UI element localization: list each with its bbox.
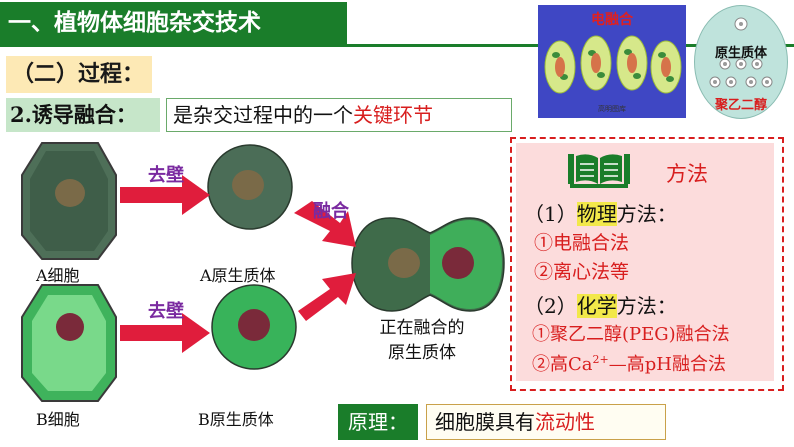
chemical-2-part-a: ②高Ca (532, 354, 593, 375)
remove-wall-label-2: 去壁 (148, 301, 184, 322)
oval-label-peg: 聚乙二醇 (714, 98, 767, 113)
cell-b-shape (21, 284, 117, 402)
peg-illustration: 原生质体 聚乙二醇 (694, 5, 788, 119)
electrofusion-illustration (538, 5, 686, 118)
physical-method-2: ②离心法等 (534, 261, 630, 283)
protoplast-b-label: B原生质体 (198, 410, 274, 429)
protoplast-a-label: A原生质体 (200, 266, 276, 285)
desc-highlight: 关键环节 (353, 103, 433, 127)
arrows (120, 175, 356, 353)
protoplast-a-shape (207, 144, 293, 230)
chemical-2-part-b: —高pH融合法 (608, 354, 726, 375)
cell-b-label: B细胞 (36, 410, 80, 429)
cell-a-shape (21, 142, 117, 260)
physical-suffix: 方法： (616, 202, 677, 226)
electrofusion-photo: 电融合 高明图库 (538, 5, 686, 118)
chemical-method-2: ②高Ca2+—高pH融合法 (532, 350, 726, 376)
physical-method-1: ①电融合法 (534, 232, 630, 254)
fusing-protoplast-label: 正在融合的 原生质体 (358, 316, 486, 366)
chemical-prefix: （2） (524, 294, 577, 318)
step-label: 2.诱导融合： (6, 98, 160, 132)
protoplast-b-shape (211, 284, 297, 370)
chemical-method-1: ①聚乙二醇(PEG)融合法 (532, 324, 730, 345)
photo-caption: 高明图库 (598, 105, 626, 113)
process-heading: （二）过程： (6, 56, 152, 93)
header-divider (0, 44, 794, 47)
electrofusion-label: 电融合 (591, 12, 633, 28)
fusing-protoplast-shape (351, 217, 505, 312)
step-description: 是杂交过程中的一个关键环节 (166, 98, 512, 132)
method-title: 方法 (666, 162, 708, 186)
book-icon (568, 154, 630, 188)
desc-prefix: 是杂交过程中的一个 (173, 103, 353, 127)
fusing-label-line2: 原生质体 (388, 343, 456, 363)
fusing-label-line1: 正在融合的 (379, 318, 465, 338)
chemical-highlight: 化学 (576, 294, 617, 318)
chemical-method-heading: （2）化学方法： (524, 290, 677, 319)
physical-method-heading: （1）物理方法： (524, 198, 677, 227)
principle-prefix: 细胞膜具有 (435, 410, 535, 434)
principle-text: 细胞膜具有流动性 (426, 404, 666, 440)
remove-wall-label-1: 去壁 (148, 165, 184, 186)
physical-prefix: （1） (524, 202, 577, 226)
cell-a-label: A细胞 (36, 266, 80, 285)
section-title: 一、植物体细胞杂交技术 (0, 2, 347, 44)
calcium-charge: 2+ (592, 353, 609, 366)
protoplast-dots (709, 17, 773, 88)
physical-highlight: 物理 (576, 202, 617, 226)
fusion-diagram (21, 142, 505, 402)
fusion-label: 融合 (313, 201, 349, 222)
method-panel-inner (516, 143, 774, 381)
principle-highlight: 流动性 (535, 410, 595, 434)
principle-label: 原理： (338, 404, 418, 440)
oval-label-protoplast: 原生质体 (714, 46, 767, 61)
chemical-suffix: 方法： (616, 294, 677, 318)
